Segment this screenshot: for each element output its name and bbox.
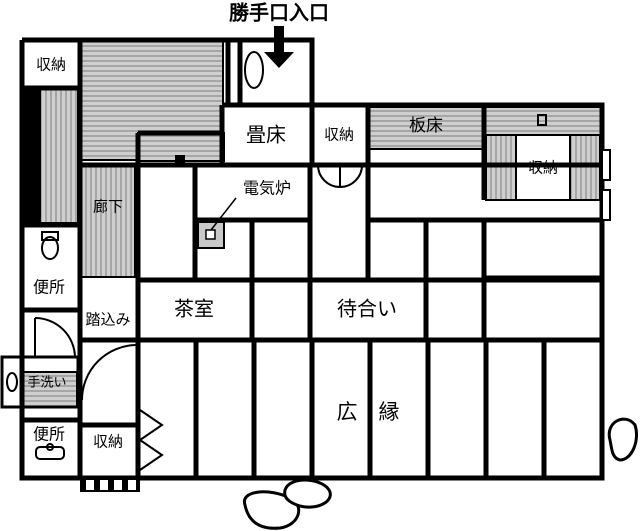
toilet-squat-icon [35, 443, 65, 460]
room-label-toilet-upper: 便所 [33, 278, 65, 297]
hand-wash-basin-icon [6, 372, 18, 392]
wall-notch [175, 155, 185, 163]
room-label-step-in: 踏込み [85, 311, 130, 329]
storage-door-swing-lower [139, 439, 164, 471]
stepping-stones [243, 417, 638, 530]
stepping-stone-1 [243, 490, 301, 530]
room-label-storage-right: 収納 [528, 159, 558, 177]
west-dark-wall [22, 88, 40, 223]
room-label-waiting-room: 待合い [337, 297, 397, 321]
window-right-upper [601, 149, 611, 181]
stepping-stone-2 [283, 478, 332, 509]
hand-wash-box [0, 355, 80, 409]
room-label-storage-bottom: 収納 [93, 433, 123, 451]
room-label-wood-floor: 板床 [409, 116, 443, 136]
room-label-storage-top-left: 収納 [36, 56, 66, 74]
wash-basin-icon [244, 51, 264, 89]
doors [34, 164, 363, 471]
west-slat-area [39, 87, 79, 224]
stepping-stone-3 [607, 417, 638, 462]
entrance-arrow-icon [264, 26, 294, 68]
room-label-corridor: 廊下 [93, 198, 123, 216]
room-label-tea-room: 茶室 [174, 297, 214, 321]
toilet-icon [41, 231, 59, 260]
storage-door-swing-upper [139, 409, 164, 441]
storage-hook-icon [537, 114, 547, 126]
hearth-leader-line [210, 197, 237, 231]
step-in-door-swing [81, 344, 137, 401]
toilet-door-swing [34, 317, 76, 359]
hearth-icon [205, 229, 216, 240]
entrance-label: 勝手口入口 [229, 1, 329, 25]
room-label-electric-hearth: 電気炉 [243, 179, 291, 198]
room-label-hand-wash: 手洗い [27, 376, 66, 391]
room-label-storage-mid: 収納 [324, 126, 354, 144]
entry-steps [80, 478, 140, 492]
window-right-lower [601, 189, 611, 221]
storage-right-frame [485, 134, 601, 201]
room-label-wide-veranda: 広 縁 [337, 400, 400, 424]
door-swing-left [317, 164, 341, 188]
room-label-tatami-floor: 畳床 [246, 123, 286, 147]
corridor-area [79, 164, 136, 278]
entry-step-gaps [86, 480, 136, 490]
door-swing-right [339, 164, 363, 188]
storage-right-hatch-top [483, 106, 603, 136]
room-label-toilet-lower: 便所 [33, 425, 65, 444]
